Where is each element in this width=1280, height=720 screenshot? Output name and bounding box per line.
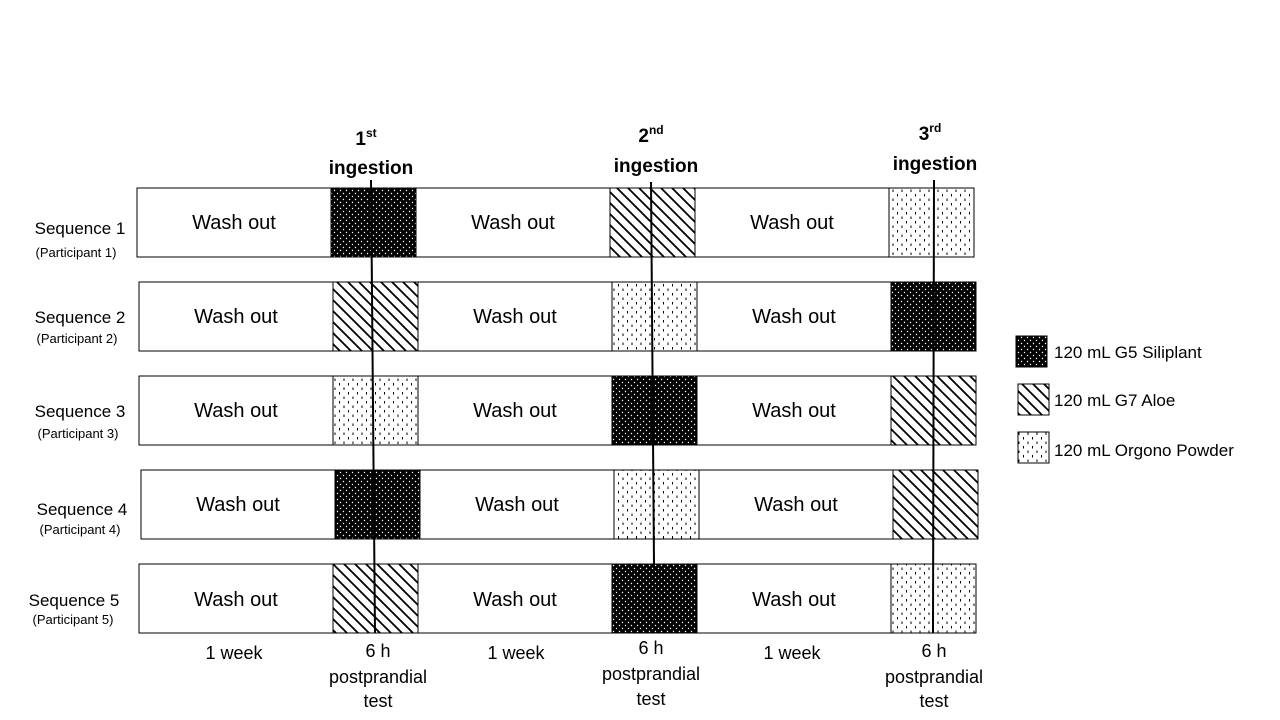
treatment-cell-g7 bbox=[332, 281, 419, 352]
sequence-row-2: Sequence 2 (Participant 2) Wash out Wash… bbox=[35, 281, 977, 352]
ingestion-suffix: st bbox=[366, 126, 377, 140]
washout-label: Wash out bbox=[752, 400, 836, 422]
legend-swatch-g7 bbox=[1017, 383, 1050, 416]
washout-cell bbox=[696, 281, 892, 352]
washout-label: Wash out bbox=[754, 494, 838, 516]
sequence-row-1: Sequence 1 (Participant 1) Wash out Wash… bbox=[35, 187, 975, 260]
ingestion-line-3 bbox=[932, 179, 935, 634]
test-label-line: 6 h bbox=[365, 641, 390, 661]
timeline-labels: 1 week 1 week 1 week 6 h postprandial te… bbox=[205, 638, 983, 711]
washout-label: Wash out bbox=[473, 400, 557, 422]
test-label-line: test bbox=[919, 691, 948, 711]
washout-cell bbox=[138, 281, 334, 352]
test-label-line: test bbox=[636, 689, 665, 709]
ingestion-line-2 bbox=[650, 181, 655, 566]
treatment-cell-op bbox=[888, 187, 975, 258]
washout-label: Wash out bbox=[752, 589, 836, 611]
test-label-line: postprandial bbox=[885, 667, 983, 687]
participant-label: (Participant 5) bbox=[33, 612, 114, 627]
treatment-cell-g5 bbox=[611, 375, 698, 446]
sequence-label: Sequence 4 bbox=[37, 500, 128, 519]
washout-duration-label: 1 week bbox=[205, 643, 263, 663]
legend-label-g5: 120 mL G5 Siliplant bbox=[1054, 343, 1202, 362]
test-label-line: postprandial bbox=[329, 667, 427, 687]
washout-cell bbox=[140, 469, 336, 540]
sequence-label: Sequence 1 bbox=[35, 219, 126, 238]
washout-cell bbox=[417, 563, 613, 634]
sequence-label: Sequence 5 bbox=[29, 591, 120, 610]
ingestion-ordinal: 2 bbox=[638, 126, 649, 147]
ingestion-header-1: 1st ingestion bbox=[329, 126, 413, 179]
test-label-line: 6 h bbox=[921, 641, 946, 661]
svg-text:2nd: 2nd bbox=[638, 123, 663, 147]
washout-cell bbox=[417, 281, 613, 352]
ingestion-ordinal: 1 bbox=[355, 129, 366, 150]
ingestion-word: ingestion bbox=[614, 156, 698, 177]
test-label-line: test bbox=[363, 691, 392, 711]
ingestion-word: ingestion bbox=[893, 154, 977, 175]
svg-text:3rd: 3rd bbox=[919, 121, 942, 145]
treatment-cell-g5 bbox=[334, 469, 421, 540]
sequence-row-5: Sequence 5 (Participant 5) Wash out Wash… bbox=[29, 563, 977, 634]
washout-cell bbox=[694, 187, 890, 258]
treatment-cell-op bbox=[332, 375, 419, 446]
legend-swatch-g5 bbox=[1015, 335, 1048, 368]
washout-cell bbox=[138, 563, 334, 634]
washout-label: Wash out bbox=[194, 589, 278, 611]
washout-label: Wash out bbox=[473, 589, 557, 611]
ingestion-header-2: 2nd ingestion bbox=[614, 123, 698, 177]
washout-label: Wash out bbox=[194, 400, 278, 422]
washout-label: Wash out bbox=[194, 306, 278, 328]
washout-label: Wash out bbox=[471, 212, 555, 234]
ingestion-header-3: 3rd ingestion bbox=[893, 121, 977, 175]
ingestion-ordinal: 3 bbox=[919, 124, 930, 145]
sequence-label: Sequence 3 bbox=[35, 402, 126, 421]
participant-label: (Participant 3) bbox=[38, 426, 119, 441]
participant-label: (Participant 2) bbox=[37, 331, 118, 346]
washout-label: Wash out bbox=[752, 306, 836, 328]
svg-text:1st: 1st bbox=[355, 126, 376, 150]
legend-label-op: 120 mL Orgono Powder bbox=[1054, 441, 1234, 460]
washout-label: Wash out bbox=[475, 494, 559, 516]
legend: 120 mL G5 Siliplant 120 mL G7 Aloe 120 m… bbox=[1015, 335, 1234, 464]
participant-label: (Participant 1) bbox=[36, 245, 117, 260]
washout-label: Wash out bbox=[750, 212, 834, 234]
washout-cell bbox=[419, 469, 615, 540]
treatment-cell-op bbox=[611, 281, 698, 352]
treatment-cell-g7 bbox=[609, 187, 696, 258]
ingestion-suffix: rd bbox=[929, 121, 941, 135]
treatment-cell-g5 bbox=[611, 563, 698, 634]
washout-duration-label: 1 week bbox=[763, 643, 821, 663]
treatment-cell-g7 bbox=[892, 469, 979, 540]
washout-duration-label: 1 week bbox=[487, 643, 545, 663]
washout-label: Wash out bbox=[196, 494, 280, 516]
washout-cell bbox=[138, 375, 334, 446]
test-label-line: postprandial bbox=[602, 664, 700, 684]
sequence-row-3: Sequence 3 (Participant 3) Wash out Wash… bbox=[35, 375, 977, 446]
ingestion-word: ingestion bbox=[329, 158, 413, 179]
ingestion-suffix: nd bbox=[649, 123, 664, 137]
legend-label-g7: 120 mL G7 Aloe bbox=[1054, 391, 1175, 410]
sequence-label: Sequence 2 bbox=[35, 308, 126, 327]
test-label-line: 6 h bbox=[638, 638, 663, 658]
ingestion-line-1 bbox=[370, 179, 376, 634]
washout-label: Wash out bbox=[192, 212, 276, 234]
treatment-cell-g5 bbox=[330, 187, 417, 258]
sequence-row-4: Sequence 4 (Participant 4) Wash out Wash… bbox=[37, 469, 979, 540]
washout-cell bbox=[698, 469, 894, 540]
washout-cell bbox=[415, 187, 611, 258]
participant-label: (Participant 4) bbox=[40, 522, 121, 537]
washout-cell bbox=[417, 375, 613, 446]
legend-swatch-op bbox=[1017, 431, 1050, 464]
washout-cell bbox=[696, 563, 892, 634]
treatment-cell-op bbox=[613, 469, 700, 540]
washout-label: Wash out bbox=[473, 306, 557, 328]
washout-cell bbox=[136, 187, 332, 258]
